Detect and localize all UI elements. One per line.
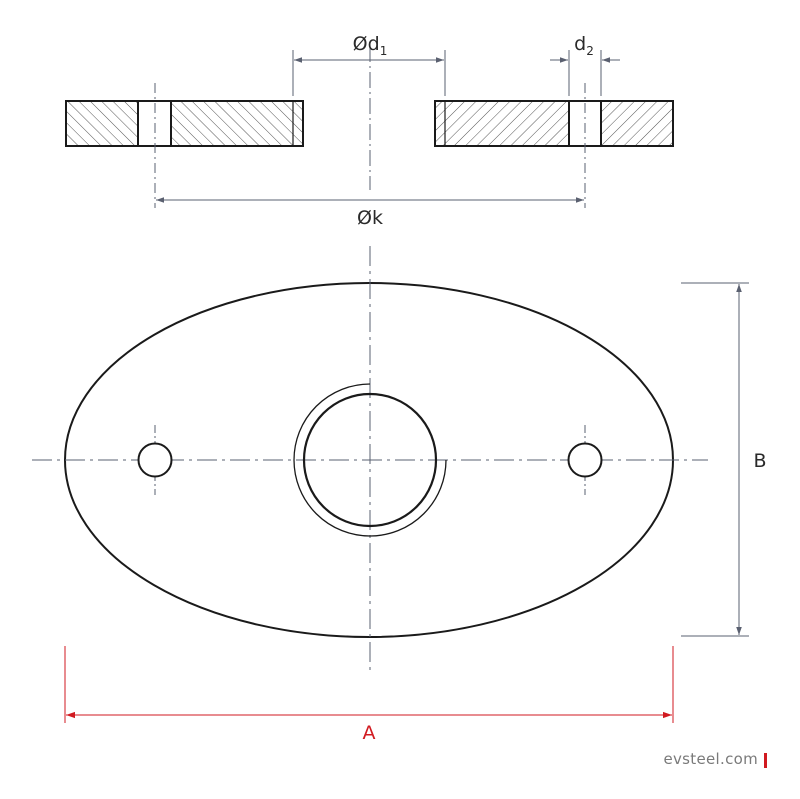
dimension-k: Øk <box>156 197 584 229</box>
thread-arc <box>293 383 447 537</box>
central-bore <box>302 392 438 528</box>
dimension-d1-label: Ød1 <box>353 33 388 58</box>
section-right-part <box>434 100 674 147</box>
right-bolt-hole <box>567 442 603 478</box>
brand-watermark: evsteel.com <box>663 750 758 768</box>
dimension-d2-label: d2 <box>574 33 594 58</box>
dimension-a-label: A <box>363 722 376 744</box>
left-bolt-hole <box>137 442 173 478</box>
brand-accent-bar <box>764 753 767 768</box>
dimension-b-label: B <box>753 450 766 472</box>
plan-view: B A <box>32 246 767 744</box>
dimension-d2: d2 <box>550 33 620 96</box>
dimension-b: B <box>681 282 767 637</box>
section-view: Ød1 d2 Øk <box>65 33 674 229</box>
dimension-d1: Ød1 <box>292 33 446 96</box>
dimension-k-label: Øk <box>357 207 383 229</box>
dimension-a: A <box>64 646 674 744</box>
section-left-part <box>65 100 304 147</box>
